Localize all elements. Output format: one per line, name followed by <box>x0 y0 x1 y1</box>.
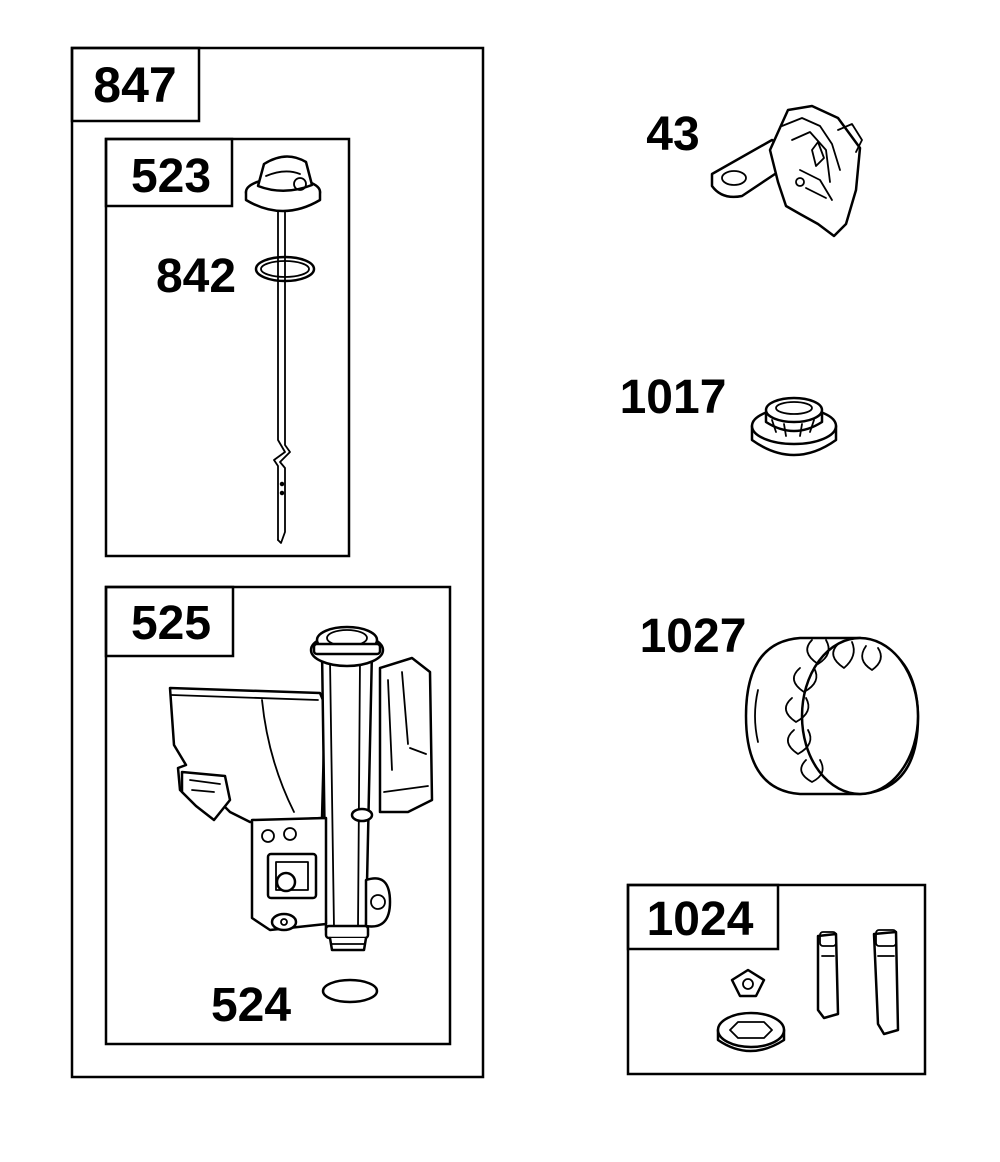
part-1017-group: 1017 <box>620 371 838 457</box>
kit-525-group: 525 <box>104 585 452 1046</box>
part-1027-label: 1027 <box>640 610 747 663</box>
dipstick-illustration <box>244 155 322 544</box>
kit-847-label-box <box>70 46 201 123</box>
kit-525-label-box <box>104 585 235 658</box>
part-842-label: 842 <box>156 250 236 303</box>
kit-523-label-box <box>104 137 234 208</box>
kit-847-group: 847 <box>70 46 485 1079</box>
part-524-label: 524 <box>211 979 291 1032</box>
kit-523-group: 523 842 <box>104 137 351 558</box>
kit-523-label: 523 <box>131 150 211 203</box>
kit-1024-label-box <box>626 883 780 951</box>
dipstick-tube-illustration <box>168 625 434 952</box>
part-1017-illustration <box>750 396 838 457</box>
part-43-label: 43 <box>646 108 699 161</box>
kit-525-label: 525 <box>131 597 211 650</box>
kit-847-frame <box>70 46 485 1079</box>
part-1027-group: 1027 <box>640 610 920 796</box>
kit-525-frame <box>104 585 452 1046</box>
part-43-illustration <box>710 104 863 238</box>
kit-1024-label: 1024 <box>647 893 754 946</box>
o-ring-524-illustration <box>321 978 379 1004</box>
part-1017-label: 1017 <box>620 371 727 424</box>
kit-847-label: 847 <box>93 57 176 113</box>
part-1027-illustration <box>744 636 920 796</box>
kit-1024-illustration <box>716 929 900 1053</box>
kit-1024-group: 1024 <box>626 883 927 1076</box>
o-ring-842-illustration <box>254 255 316 283</box>
part-43-group: 43 <box>646 104 863 238</box>
